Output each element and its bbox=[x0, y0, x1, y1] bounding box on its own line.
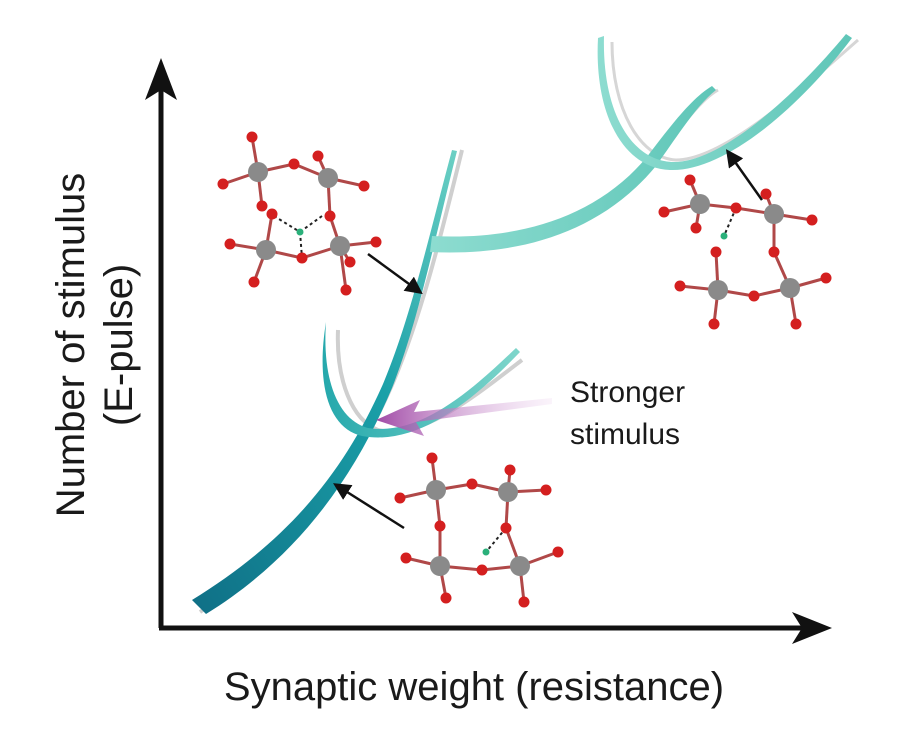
stronger-stimulus-arrow bbox=[376, 398, 552, 436]
y-axis-label: Number of stimulus (E-pulse) bbox=[49, 173, 141, 518]
middle-branch-curve bbox=[430, 86, 716, 253]
pointer-arrows bbox=[333, 149, 764, 530]
x-axis-label: Synaptic weight (resistance) bbox=[224, 665, 724, 709]
pointer-arrow-bottom bbox=[333, 483, 405, 530]
axes bbox=[145, 58, 832, 644]
y-axis-arrowhead bbox=[145, 58, 177, 100]
stronger-stimulus-annotation: Stronger stimulus bbox=[570, 376, 685, 451]
y-axis-label-line2: (E-pulse) bbox=[97, 264, 141, 426]
molecule-cluster-top-left bbox=[217, 131, 382, 296]
x-axis-arrowhead bbox=[792, 612, 832, 644]
molecule-cluster-bottom bbox=[394, 452, 564, 608]
pointer-arrow-top-right bbox=[725, 149, 764, 201]
y-axis-label-line1: Number of stimulus bbox=[49, 173, 93, 518]
upper-branch-curve bbox=[597, 34, 852, 171]
pointer-arrow-top-left bbox=[367, 252, 423, 295]
annotation-line1: Stronger bbox=[570, 376, 685, 409]
molecule-cluster-top-right bbox=[658, 174, 832, 330]
learning-curves bbox=[192, 34, 859, 614]
annotation-line2: stimulus bbox=[570, 418, 680, 451]
